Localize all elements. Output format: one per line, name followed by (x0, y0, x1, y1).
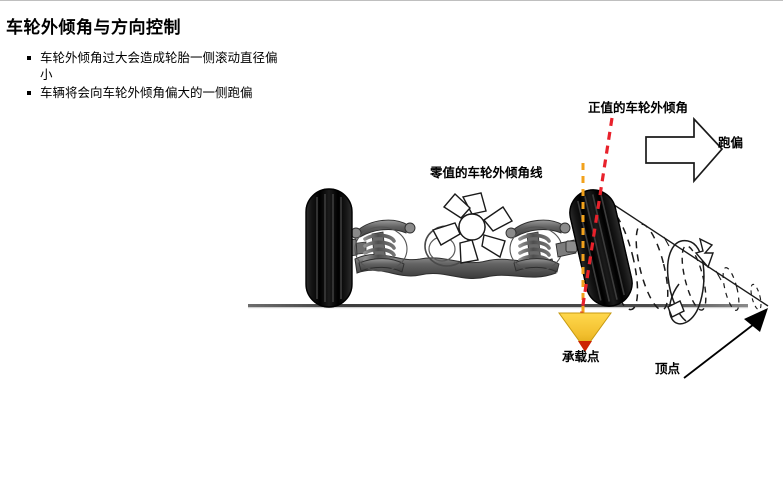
rotation-arrow (666, 237, 714, 325)
coil-spring-right (505, 219, 571, 273)
bullet-list: 车轮外倾角过大会造成轮胎一侧滚动直径偏小 车辆将会向车轮外倾角偏大的一侧跑偏 (22, 49, 280, 102)
apex-pointer-arrow (683, 308, 768, 379)
label-load-point: 承载点 (562, 349, 600, 364)
page-title: 车轮外倾角与方向控制 (6, 18, 181, 38)
list-item-label: 车轮外倾角过大会造成轮胎一侧滚动直径偏小 (40, 50, 278, 82)
rolling-cone-dashed (599, 198, 769, 311)
bullet-dot-icon (27, 91, 31, 95)
ground-line (248, 304, 748, 309)
label-positive-camber: 正值的车轮外倾角 (588, 100, 689, 115)
load-point-triangle (558, 312, 612, 352)
list-item-label: 车辆将会向车轮外倾角偏大的一侧跑偏 (40, 85, 253, 100)
positive-camber-dashed-tilted (576, 117, 614, 338)
label-zero-camber-line: 零值的车轮外倾角线 (430, 165, 543, 180)
list-item: 车轮外倾角过大会造成轮胎一侧滚动直径偏小 (27, 49, 280, 83)
list-item: 车辆将会向车轮外倾角偏大的一侧跑偏 (27, 84, 280, 101)
label-pull-direction: 跑偏 (718, 135, 744, 150)
label-apex: 顶点 (655, 361, 681, 376)
left-wheel-vertical (305, 188, 353, 308)
pull-direction-arrow (645, 116, 724, 184)
front-axle-suspension-assembly (332, 192, 578, 279)
differential-fan (431, 192, 514, 264)
right-wheel-tilted (569, 189, 633, 307)
bullet-dot-icon (27, 56, 31, 60)
